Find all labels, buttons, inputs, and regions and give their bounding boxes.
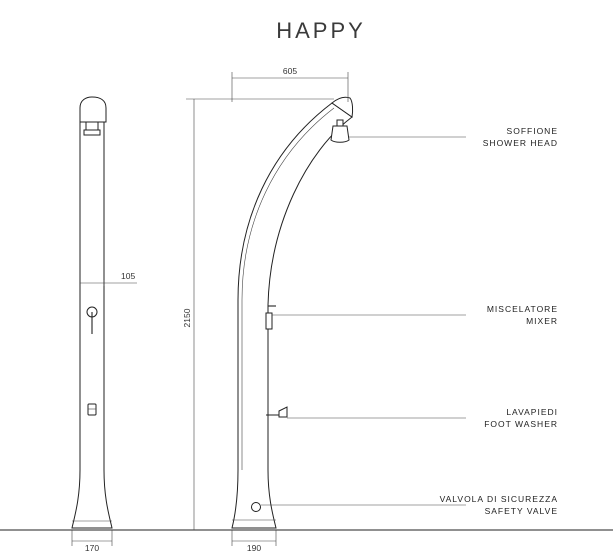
dim-105-label: 105 — [121, 271, 135, 281]
front-view-inner-edge — [241, 107, 335, 470]
callout-safety-valve-it: VALVOLA DI SICUREZZA — [440, 494, 558, 504]
front-view-shower-neck — [336, 119, 344, 127]
side-view-foot-washer — [87, 403, 97, 416]
dim-170-label: 170 — [85, 543, 99, 553]
front-view-safety-valve — [251, 502, 261, 512]
callout-shower-head-en: SHOWER HEAD — [483, 138, 558, 148]
side-view-shower-nozzle — [83, 129, 101, 136]
dim-605-label: 605 — [283, 66, 297, 76]
front-view: 605 2150 190 — [182, 66, 354, 553]
front-view-head — [331, 96, 354, 118]
front-view-shower-head — [330, 125, 350, 143]
front-view-mixer — [265, 312, 273, 330]
callout-safety-valve-en: SAFETY VALVE — [485, 506, 558, 516]
dim-190-label: 190 — [247, 543, 261, 553]
callout-mixer-it: MISCELATORE — [487, 304, 558, 314]
dim-2150-label: 2150 — [182, 308, 192, 327]
front-view-column — [231, 102, 353, 529]
callouts: SOFFIONE SHOWER HEAD MISCELATORE MIXER L… — [261, 126, 558, 516]
drawing-title: HAPPY — [276, 18, 366, 43]
side-view-shower-head — [85, 121, 99, 131]
callout-shower-head-it: SOFFIONE — [507, 126, 558, 136]
callout-foot-washer-en: FOOT WASHER — [484, 419, 558, 429]
callout-foot-washer-it: LAVAPIEDI — [506, 407, 558, 417]
callout-mixer-en: MIXER — [526, 316, 558, 326]
front-view-foot-washer-tap — [278, 406, 288, 418]
side-view-head — [79, 96, 107, 123]
side-view: 105 170 — [71, 96, 137, 553]
